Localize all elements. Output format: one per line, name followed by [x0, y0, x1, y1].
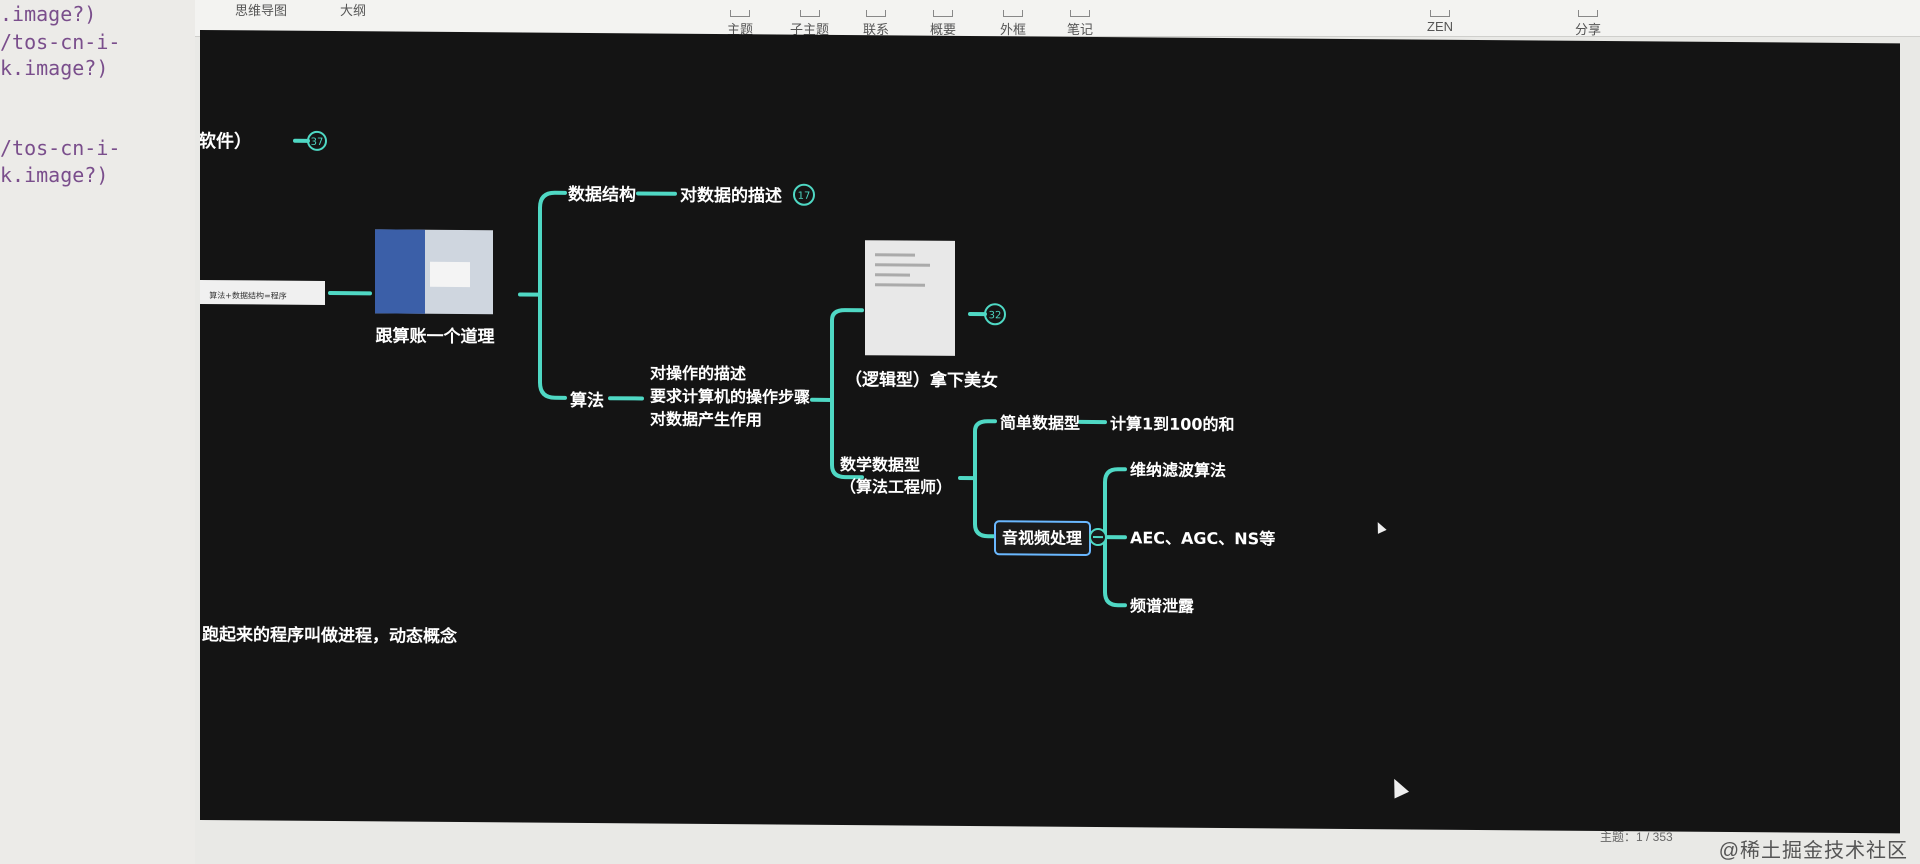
algorithm-desc-line3[interactable]: 对数据产生作用: [650, 410, 762, 430]
zen-button[interactable]: ZEN: [1427, 10, 1453, 34]
editor-line: k.image?): [0, 163, 109, 187]
notes-icon: [1070, 10, 1090, 17]
branch-line: [830, 397, 864, 480]
topic-icon: [730, 10, 750, 17]
topic-data-structure[interactable]: 数据结构: [568, 184, 636, 206]
root-topic-label[interactable]: 序（软件）: [162, 130, 252, 153]
branch-line: [973, 419, 997, 481]
boundary-button[interactable]: 外框: [1000, 10, 1026, 38]
mindmap-svg: 序（软件） 37 算法+数据结构=程序 跟算账一个道理 数据结构 对数据的描述 …: [162, 130, 1275, 647]
algorithm-desc-line1[interactable]: 对操作的描述: [650, 364, 746, 384]
collapse-badge[interactable]: [984, 303, 1006, 326]
tab-mindmap[interactable]: 思维导图: [235, 3, 288, 18]
topic-data-structure-desc[interactable]: 对数据的描述: [680, 185, 782, 207]
branch-line: [830, 308, 864, 402]
topic-av-child-2[interactable]: AEC、AGC、NS等: [1130, 528, 1275, 548]
topic-math-type-line1[interactable]: 数学数据型: [840, 455, 920, 475]
photo-person-shape: [375, 229, 425, 314]
photo-paper-shape: [430, 261, 470, 288]
topic-av-child-1[interactable]: 维纳滤波算法: [1130, 460, 1226, 480]
topic-av-child-3[interactable]: 频谱泄露: [1130, 596, 1195, 616]
subtopic-icon: [799, 10, 820, 17]
editor-line: /tos-cn-i-: [0, 30, 121, 54]
doc-line-shape: [875, 253, 915, 257]
top-toolbar: 思维导图 大纲 主题 子主题 联系 概要 外框 笔记 ZEN 分享: [195, 0, 1920, 37]
document-image[interactable]: [865, 240, 955, 356]
doc-line-shape: [875, 273, 910, 277]
share-icon: [1578, 10, 1598, 17]
collapse-badge[interactable]: [307, 130, 327, 151]
branch-line: [538, 292, 567, 400]
boundary-icon: [1003, 10, 1023, 17]
formula-image-caption: 算法+数据结构=程序: [209, 290, 286, 301]
mindmap-canvas[interactable]: 序（软件） 37 算法+数据结构=程序 跟算账一个道理 数据结构 对数据的描述 …: [162, 30, 1900, 834]
image-node-label[interactable]: 跟算账一个道理: [376, 325, 495, 347]
formula-image[interactable]: [170, 279, 325, 305]
tab-outline[interactable]: 大纲: [340, 3, 367, 18]
summary-icon: [933, 10, 953, 17]
collapse-badge[interactable]: [793, 183, 815, 206]
zen-icon: [1430, 10, 1450, 17]
topic-math-type-line2[interactable]: （算法工程师）: [840, 477, 952, 497]
branch-line: [1103, 467, 1127, 540]
topic-process-note[interactable]: ：跑起来的程序叫做进程，动态概念: [185, 624, 457, 647]
site-watermark: @稀土掘金技术社区: [1718, 840, 1908, 862]
summary-button[interactable]: 概要: [930, 10, 956, 38]
branch-line: [973, 476, 997, 539]
doc-line-shape: [875, 263, 930, 267]
editor-line: k.image?): [0, 56, 109, 80]
topic-algorithm[interactable]: 算法: [569, 390, 604, 411]
subtopic-button[interactable]: 子主题: [790, 10, 829, 38]
topic-logic-type[interactable]: （逻辑型）拿下美女: [845, 369, 998, 391]
topic-count-status: 主题：1 / 353: [1600, 830, 1673, 844]
topic-simple-data[interactable]: 简单数据型: [1000, 413, 1080, 433]
logic-badge-count: 32: [989, 310, 1002, 321]
doc-line-shape: [875, 283, 925, 287]
branch-line: [1103, 535, 1127, 608]
root-badge-count: 37: [311, 137, 324, 148]
algorithm-desc-line2[interactable]: 要求计算机的操作步骤: [650, 387, 810, 407]
branch-line: [538, 190, 567, 297]
editor-line: .image?): [0, 2, 97, 26]
editor-line: /tos-cn-i-: [0, 136, 121, 160]
topic-simple-data-child[interactable]: 计算1到100的和: [1110, 414, 1235, 434]
share-button[interactable]: 分享: [1575, 10, 1601, 38]
relationship-icon: [866, 10, 886, 17]
topic-audio-video[interactable]: 音视频处理: [1002, 528, 1082, 548]
notes-button[interactable]: 笔记: [1067, 10, 1093, 38]
relationship-button[interactable]: 联系: [863, 10, 889, 38]
data-structure-badge-count: 17: [798, 191, 811, 202]
